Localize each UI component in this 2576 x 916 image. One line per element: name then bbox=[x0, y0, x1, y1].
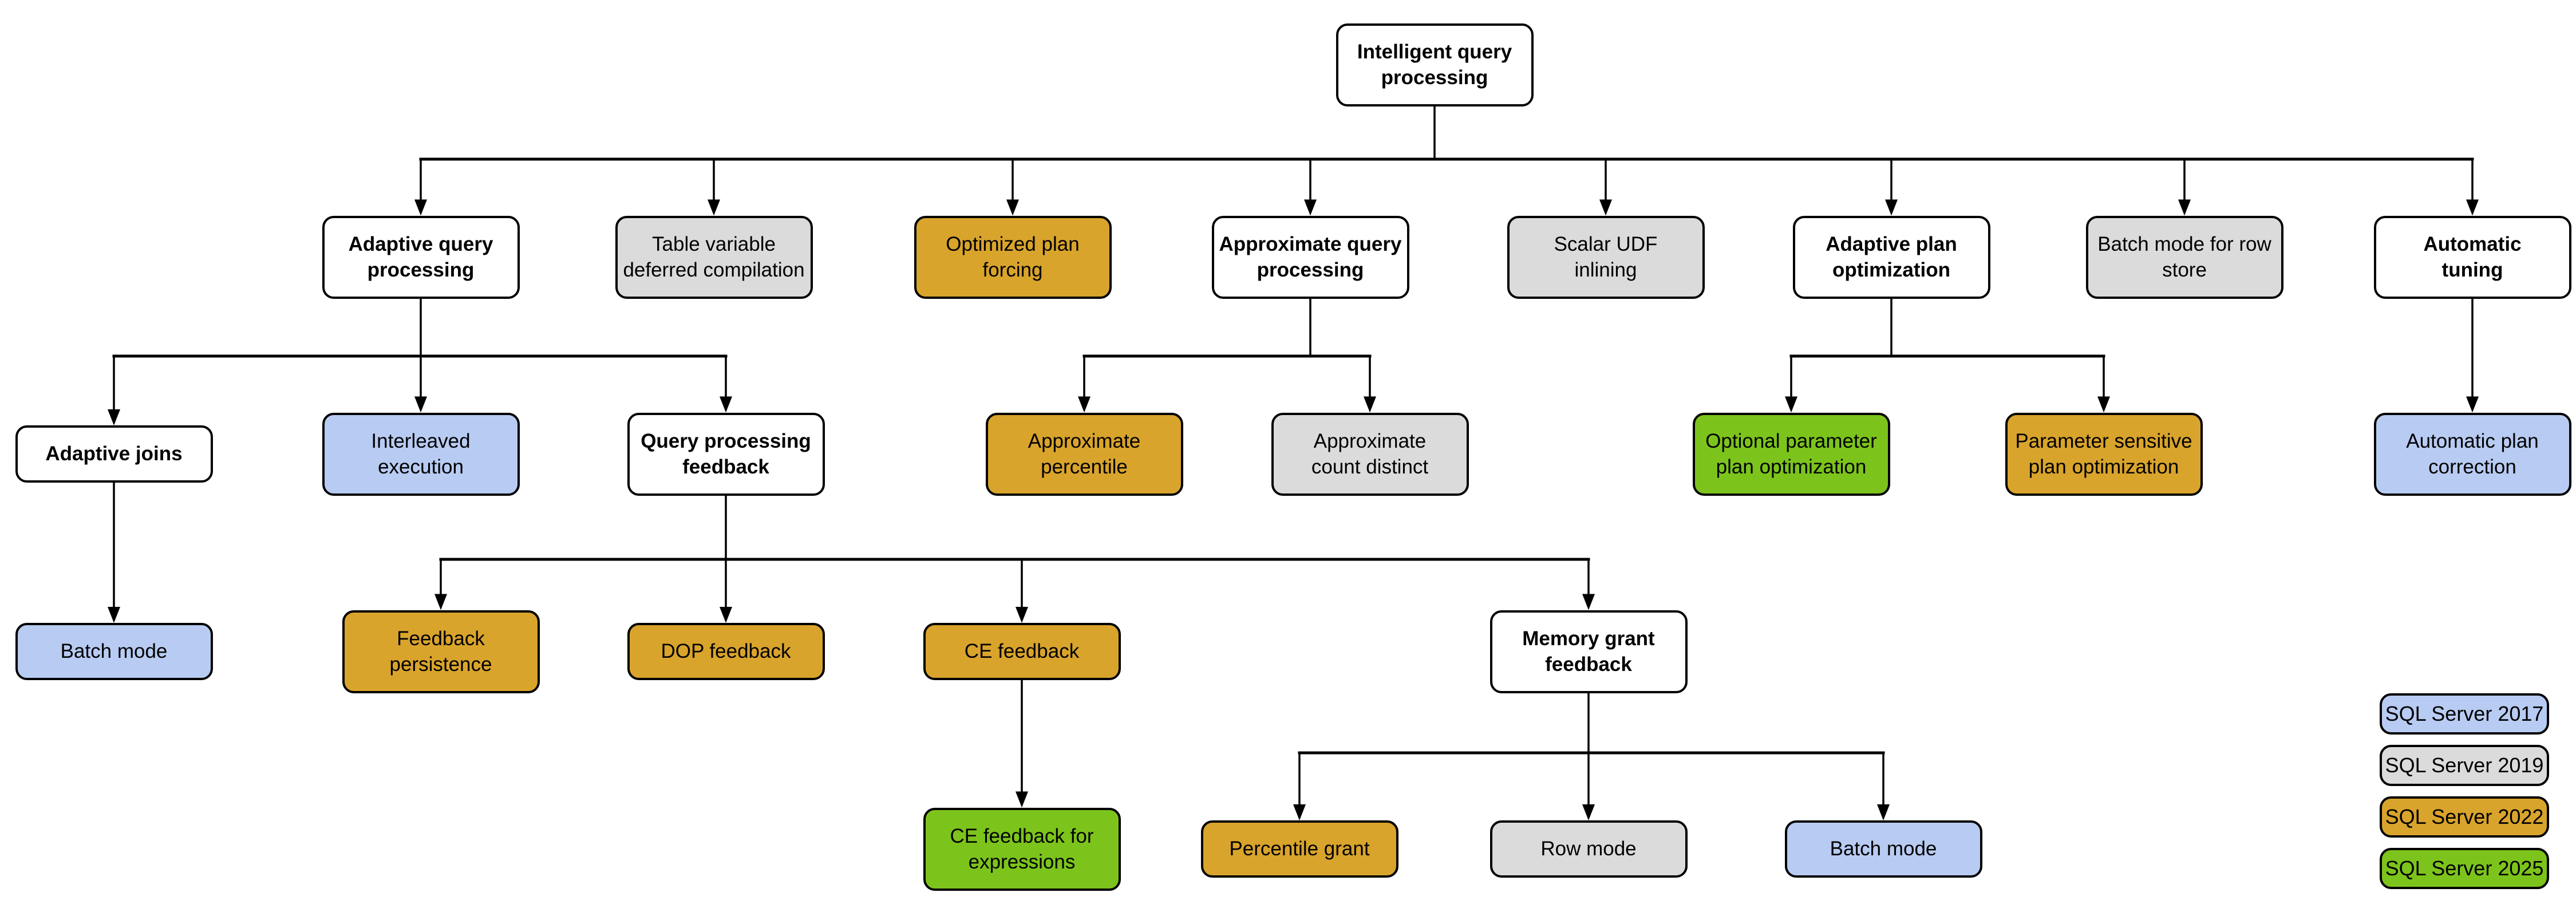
node-memory-grant-feedback: Memory grant feedback bbox=[1490, 610, 1688, 693]
node-approximate-count-distinct: Approximate count distinct bbox=[1271, 412, 1469, 496]
node-batch-mode-memory-grant: Batch mode bbox=[1784, 820, 1982, 878]
node-batch-mode-adaptive-joins: Batch mode bbox=[15, 623, 213, 680]
node-label: CE feedback bbox=[964, 640, 1080, 663]
node-label: Memory grant feedback bbox=[1522, 627, 1655, 676]
node-label: Optional parameter plan optimization bbox=[1705, 429, 1877, 479]
node-label: Approximate count distinct bbox=[1311, 429, 1429, 479]
node-label: Automatic tuning bbox=[2423, 232, 2522, 282]
node-ce-feedback: CE feedback bbox=[923, 623, 1121, 680]
node-label: Query processing feedback bbox=[641, 429, 811, 479]
node-automatic-tuning: Automatic tuning bbox=[2373, 215, 2571, 299]
legend-item-label: SQL Server 2022 bbox=[2385, 805, 2544, 828]
node-root: Intelligent query processing bbox=[1336, 23, 1534, 106]
node-label: Approximate query processing bbox=[1219, 232, 1402, 282]
node-optimized-plan-forcing: Optimized plan forcing bbox=[914, 215, 1112, 299]
legend-item-sql-server-2019: SQL Server 2019 bbox=[2380, 745, 2549, 786]
node-query-processing-feedback: Query processing feedback bbox=[627, 412, 825, 496]
node-scalar-udf-inlining: Scalar UDF inlining bbox=[1507, 215, 1705, 299]
node-label: Approximate percentile bbox=[1028, 429, 1141, 479]
legend-item-sql-server-2025: SQL Server 2025 bbox=[2380, 848, 2549, 889]
node-label: Percentile grant bbox=[1229, 838, 1370, 860]
node-row-mode: Row mode bbox=[1490, 820, 1688, 878]
node-label: Feedback persistence bbox=[389, 627, 492, 676]
node-label: Adaptive query processing bbox=[348, 232, 493, 282]
node-adaptive-plan-optimization: Adaptive plan optimization bbox=[1792, 215, 1990, 299]
node-table-variable-deferred-compilation: Table variable deferred compilation bbox=[615, 215, 813, 299]
node-label: Batch mode bbox=[60, 640, 168, 663]
legend-item-label: SQL Server 2019 bbox=[2385, 753, 2544, 777]
node-label: Adaptive plan optimization bbox=[1826, 232, 1957, 282]
node-label: Batch mode bbox=[1830, 838, 1937, 860]
node-label: Scalar UDF inlining bbox=[1554, 232, 1658, 282]
node-label: DOP feedback bbox=[661, 640, 791, 663]
node-label: Adaptive joins bbox=[45, 443, 183, 465]
node-percentile-grant: Percentile grant bbox=[1200, 820, 1398, 878]
node-label: Batch mode for row store bbox=[2097, 232, 2271, 282]
node-label: Row mode bbox=[1540, 838, 1637, 860]
node-batch-mode-for-row-store: Batch mode for row store bbox=[2085, 215, 2283, 299]
legend-item-label: SQL Server 2017 bbox=[2385, 702, 2544, 725]
node-dop-feedback: DOP feedback bbox=[627, 623, 825, 680]
node-label: Automatic plan correction bbox=[2406, 429, 2539, 479]
node-label: Interleaved execution bbox=[371, 429, 471, 479]
node-optional-parameter-plan-optimization: Optional parameter plan optimization bbox=[1692, 412, 1890, 496]
node-ce-feedback-for-expressions: CE feedback for expressions bbox=[923, 807, 1121, 891]
node-label: Intelligent query processing bbox=[1357, 40, 1512, 89]
legend-item-sql-server-2017: SQL Server 2017 bbox=[2380, 693, 2549, 735]
node-label: CE feedback for expressions bbox=[950, 824, 1094, 874]
node-interleaved-execution: Interleaved execution bbox=[322, 412, 520, 496]
node-label: Parameter sensitive plan optimization bbox=[2015, 429, 2192, 479]
legend-item-label: SQL Server 2025 bbox=[2385, 856, 2544, 880]
node-approximate-percentile: Approximate percentile bbox=[985, 412, 1183, 496]
node-adaptive-query-processing: Adaptive query processing bbox=[322, 215, 520, 299]
node-automatic-plan-correction: Automatic plan correction bbox=[2373, 412, 2571, 496]
node-parameter-sensitive-plan-optimization: Parameter sensitive plan optimization bbox=[2005, 412, 2203, 496]
node-label: Optimized plan forcing bbox=[946, 232, 1080, 282]
legend-item-sql-server-2022: SQL Server 2022 bbox=[2380, 796, 2549, 838]
node-label: Table variable deferred compilation bbox=[623, 232, 805, 282]
node-feedback-persistence: Feedback persistence bbox=[342, 610, 540, 693]
node-adaptive-joins: Adaptive joins bbox=[15, 425, 213, 483]
node-approximate-query-processing: Approximate query processing bbox=[1211, 215, 1409, 299]
